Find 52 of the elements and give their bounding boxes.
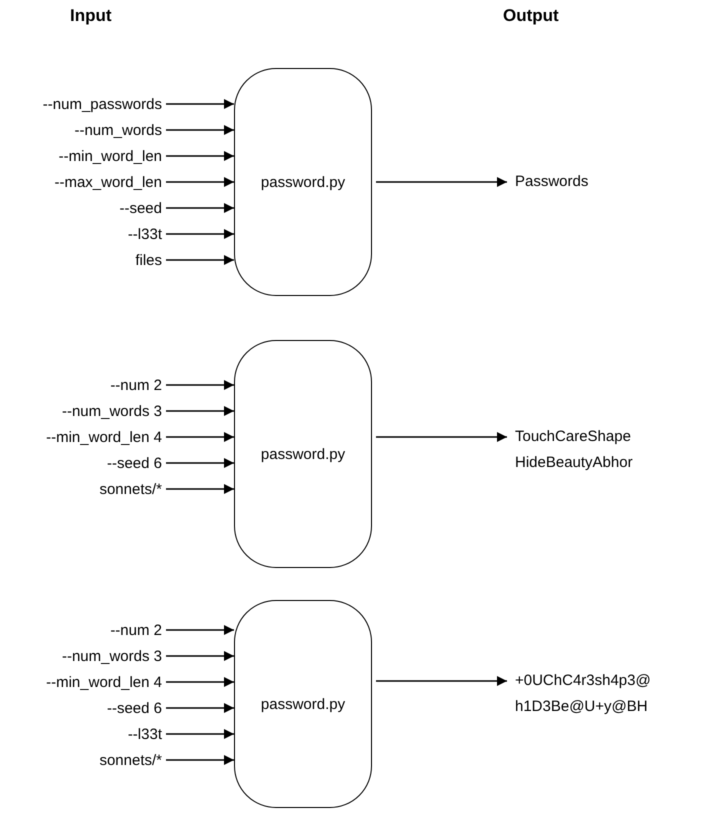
argument-label: sonnets/* (99, 752, 162, 768)
argument-label: --min_word_len 4 (46, 674, 162, 690)
argument-label: --seed (119, 200, 162, 216)
argument-label: --min_word_len (58, 148, 162, 164)
arrow (166, 458, 234, 468)
arrow (166, 203, 234, 213)
argument-label: --num_words 3 (62, 402, 162, 420)
argument-label: --num 2 (110, 622, 162, 638)
output-text: +0UChC4r3sh4p3@ (515, 671, 652, 691)
arrow (166, 99, 234, 109)
output-text: HideBeautyAbhor (515, 453, 634, 473)
arrow (166, 406, 234, 416)
output-text: TouchCareShape (515, 427, 632, 447)
arrow (166, 484, 234, 494)
arrow (166, 729, 234, 739)
argument-label: --num_words 3 (62, 648, 162, 664)
arrow (166, 151, 234, 161)
argument-label: --num 2 (110, 376, 162, 394)
script-box (234, 600, 372, 808)
output-text: h1D3Be@U+y@BH (515, 697, 649, 717)
argument-label: sonnets/* (99, 480, 162, 498)
arrow (166, 703, 234, 713)
arrow (166, 625, 234, 635)
arrow (166, 177, 234, 187)
arrow (166, 432, 234, 442)
arrow (376, 676, 507, 686)
argument-label: --seed 6 (106, 454, 162, 472)
argument-label: --max_word_len (54, 174, 162, 190)
script-box (234, 340, 372, 568)
arrow (376, 432, 507, 442)
script-name: password.py (260, 446, 346, 462)
argument-label: files (135, 252, 162, 268)
argument-label: --l33t (128, 726, 162, 742)
column-heading: Output (503, 6, 559, 26)
arrow (166, 229, 234, 239)
arrow (166, 380, 234, 390)
arrow (166, 125, 234, 135)
argument-label: --num_passwords (42, 96, 162, 112)
output-text: Passwords (515, 172, 590, 192)
arrow (376, 177, 507, 187)
argument-label: --min_word_len 4 (46, 428, 162, 446)
column-heading: Input (70, 6, 112, 26)
arrow (166, 651, 234, 661)
arrow (166, 255, 234, 265)
argument-label: --seed 6 (106, 700, 162, 716)
script-name: password.py (260, 696, 346, 712)
script-name: password.py (260, 174, 346, 190)
argument-label: --num_words (74, 122, 162, 138)
argument-label: --l33t (128, 226, 162, 242)
arrow (166, 677, 234, 687)
script-box (234, 68, 372, 296)
arrow (166, 755, 234, 765)
